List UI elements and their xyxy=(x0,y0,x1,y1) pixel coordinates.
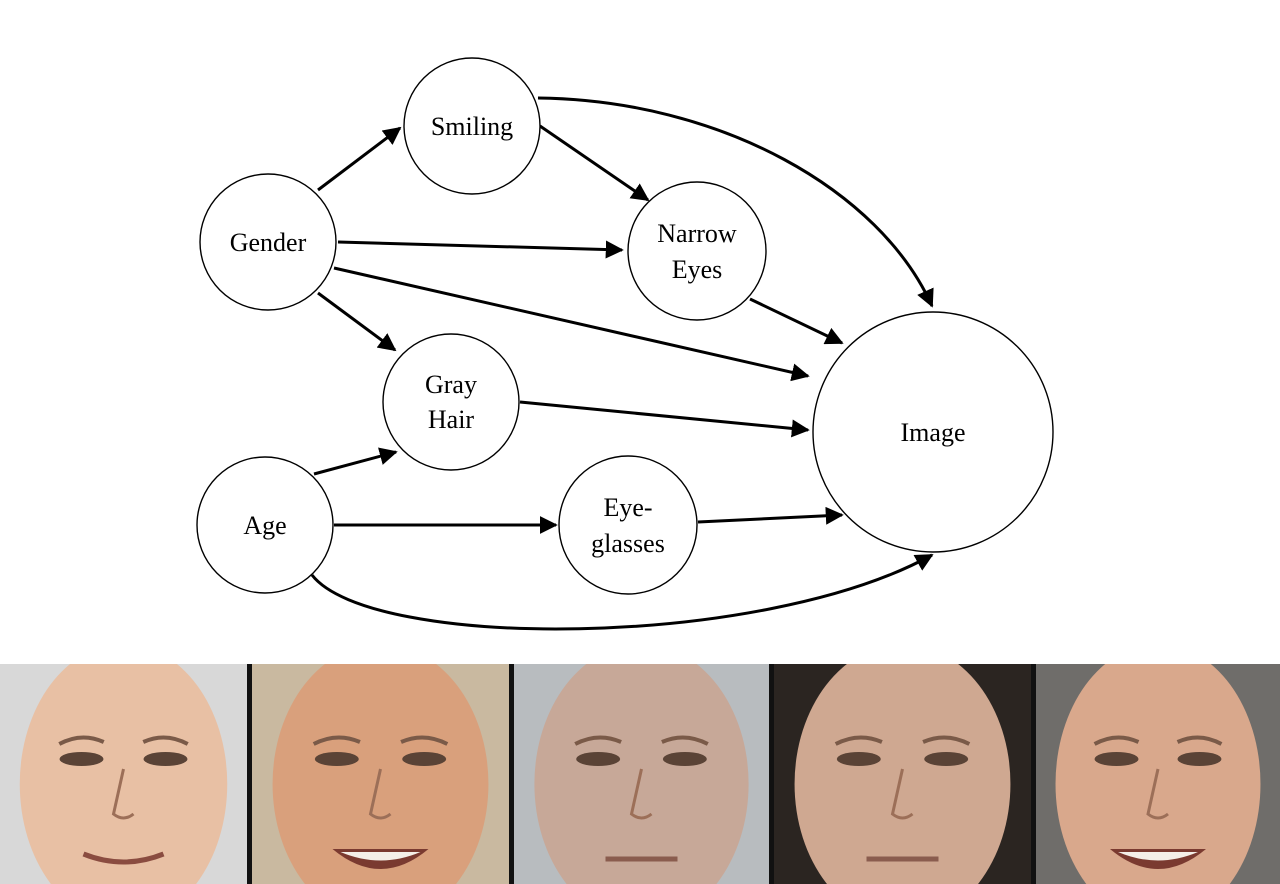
node-narrow-eyes-label-1: Narrow xyxy=(657,219,737,248)
face-image-3 xyxy=(514,664,774,884)
face-image-5 xyxy=(1036,664,1280,884)
node-eyeglasses: Eye- glasses xyxy=(558,455,698,595)
edge-smiling-narrow-eyes xyxy=(539,124,650,202)
node-gender: Gender xyxy=(199,173,337,311)
edge-age-gray-hair xyxy=(313,447,398,476)
edge-gender-image xyxy=(333,266,810,382)
node-smiling-label: Smiling xyxy=(431,112,513,141)
edge-age-image xyxy=(310,553,934,631)
node-eyeglasses-label-2: glasses xyxy=(591,529,665,558)
face-image-strip xyxy=(0,664,1280,884)
edge-eyeglasses-image xyxy=(697,506,844,525)
node-narrow-eyes-label-2: Eyes xyxy=(672,255,723,284)
node-gender-label: Gender xyxy=(230,228,307,257)
node-gray-hair-label-1: Gray xyxy=(425,370,477,399)
node-gray-hair: Gray Hair xyxy=(382,333,520,471)
node-image-label: Image xyxy=(901,418,966,447)
edge-narrow-eyes-image xyxy=(749,297,844,345)
node-narrow-eyes: Narrow Eyes xyxy=(627,181,767,321)
node-age-label: Age xyxy=(243,511,286,540)
face-image-2 xyxy=(252,664,514,884)
node-image: Image xyxy=(812,311,1054,553)
node-eyeglasses-label-1: Eye- xyxy=(603,493,652,522)
node-smiling: Smiling xyxy=(403,57,541,195)
edge-smiling-image xyxy=(537,96,934,308)
node-age: Age xyxy=(196,456,334,594)
face-image-1 xyxy=(0,664,252,884)
edge-gender-smiling xyxy=(317,126,402,192)
node-gray-hair-label-2: Hair xyxy=(428,405,475,434)
causal-graph: Gender Smiling Narrow Eyes Gray Hair Age… xyxy=(196,57,1054,631)
edge-gender-narrow-eyes xyxy=(337,240,624,259)
edge-gender-gray-hair xyxy=(317,291,397,352)
edge-gray-hair-image xyxy=(519,400,810,438)
face-image-4 xyxy=(774,664,1036,884)
